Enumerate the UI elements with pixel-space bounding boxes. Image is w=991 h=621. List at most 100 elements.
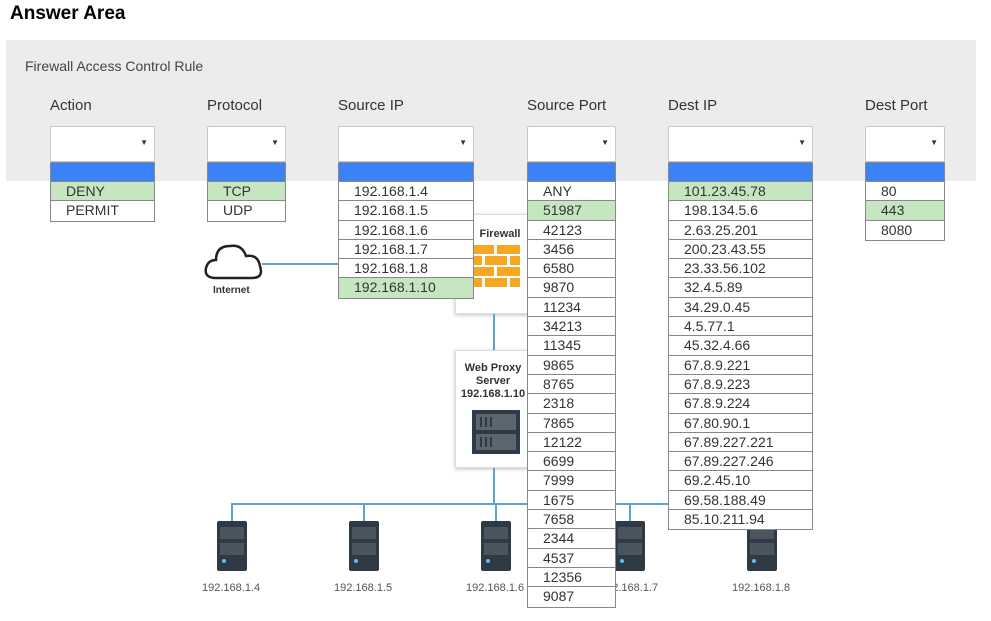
option-item[interactable]: 67.89.227.246 [669, 452, 812, 472]
link-firewall-proxy [493, 314, 495, 350]
option-item[interactable]: 198.134.5.6 [669, 201, 812, 221]
action-header: Action [50, 97, 92, 114]
protocol-dropdown[interactable]: ▼ [207, 126, 286, 162]
server-label: 192.168.1.4 [202, 582, 261, 594]
option-item[interactable]: 1675 [528, 491, 615, 511]
option-item[interactable]: 42123 [528, 221, 615, 240]
option-item[interactable]: 7865 [528, 414, 615, 433]
option-item[interactable]: 8765 [528, 375, 615, 395]
dropdown-highlight [339, 163, 473, 182]
option-item[interactable]: 9865 [528, 356, 615, 375]
option-item[interactable]: 9870 [528, 278, 615, 298]
option-item[interactable]: 32.4.5.89 [669, 278, 812, 298]
option-item[interactable]: 69.2.45.10 [669, 471, 812, 491]
dest-ip-dropdown[interactable]: ▼ [668, 126, 813, 162]
option-item[interactable]: 85.10.211.94 [684, 511, 765, 528]
rule-panel [6, 40, 976, 181]
drop-server-4 [629, 503, 631, 521]
dest-port-dropdown[interactable]: ▼ [865, 126, 945, 162]
link-proxy-bus [493, 468, 495, 504]
option-item[interactable]: 443 [866, 201, 944, 221]
source-port-header: Source Port [527, 97, 607, 114]
option-item[interactable]: 192.168.1.8 [339, 259, 473, 279]
option-item[interactable]: 34213 [528, 317, 615, 337]
option-item[interactable]: 192.168.1.6 [339, 221, 473, 240]
option-item[interactable]: 67.8.9.224 [669, 394, 812, 414]
option-item[interactable]: 80 [866, 182, 944, 202]
source-ip-dropdown[interactable]: ▼ [338, 126, 474, 162]
cloud-icon [204, 244, 263, 280]
drop-server-2 [363, 503, 365, 521]
option-item[interactable]: 8080 [881, 221, 913, 238]
option-item[interactable]: PERMIT [66, 202, 119, 219]
option-item[interactable]: 12356 [528, 568, 615, 588]
option-item[interactable]: 34.29.0.45 [669, 298, 812, 318]
option-item[interactable]: 11234 [528, 298, 615, 318]
dropdown-highlight [51, 163, 154, 182]
option-item[interactable]: 200.23.43.55 [669, 240, 812, 260]
option-item[interactable]: 7658 [528, 510, 615, 530]
internet-label: Internet [213, 285, 250, 296]
server-icon [615, 521, 645, 571]
source-port-dropdown[interactable]: ▼ [527, 126, 616, 162]
proxy-server-icon [472, 410, 520, 454]
dropdown-highlight [669, 163, 812, 182]
server-icon [481, 521, 511, 571]
option-item[interactable]: 3456 [528, 240, 615, 260]
option-item[interactable]: 7999 [528, 471, 615, 491]
option-item[interactable]: 192.168.1.5 [339, 201, 473, 221]
protocol-header: Protocol [207, 97, 263, 114]
option-item[interactable]: 6580 [528, 259, 615, 279]
chevron-down-icon: ▼ [601, 138, 609, 147]
drop-server-1 [231, 503, 233, 521]
page-title: Answer Area [10, 3, 126, 24]
option-item[interactable]: 11345 [528, 336, 615, 356]
server-label: 192.168.1.8 [732, 582, 791, 594]
firewall-icon [472, 245, 520, 287]
chevron-down-icon: ▼ [798, 138, 806, 147]
chevron-down-icon: ▼ [271, 138, 279, 147]
option-item[interactable]: 69.58.188.49 [669, 491, 812, 511]
option-item[interactable]: 23.33.56.102 [669, 259, 812, 279]
chevron-down-icon: ▼ [459, 138, 467, 147]
dropdown-highlight [528, 163, 615, 182]
server-icon [217, 521, 247, 571]
option-item[interactable]: DENY [51, 182, 154, 202]
server-label: 192.168.1.5 [334, 582, 393, 594]
option-item[interactable]: 192.168.1.7 [339, 240, 473, 260]
option-item[interactable]: 67.80.90.1 [669, 414, 812, 433]
chevron-down-icon: ▼ [140, 138, 148, 147]
option-item[interactable]: 2344 [528, 529, 615, 549]
option-item[interactable]: 67.89.227.221 [669, 433, 812, 453]
drop-server-3 [495, 503, 497, 521]
option-item[interactable]: 2318 [528, 394, 615, 414]
option-item[interactable]: 192.168.1.4 [339, 182, 473, 202]
dest-port-header: Dest Port [865, 97, 928, 114]
option-item[interactable]: 67.8.9.221 [669, 356, 812, 375]
option-item[interactable]: TCP [208, 182, 285, 202]
option-item[interactable]: 192.168.1.10 [339, 278, 473, 298]
option-item[interactable]: ANY [528, 182, 615, 202]
option-item[interactable]: 51987 [528, 201, 615, 221]
option-item[interactable]: 12122 [528, 433, 615, 453]
option-item[interactable]: 9087 [543, 588, 575, 605]
action-dropdown[interactable]: ▼ [50, 126, 155, 162]
option-item[interactable]: 67.8.9.223 [669, 375, 812, 395]
option-item[interactable]: 101.23.45.78 [669, 182, 812, 202]
option-item[interactable]: 4.5.77.1 [669, 317, 812, 337]
source-ip-header: Source IP [338, 97, 404, 114]
dropdown-highlight [208, 163, 285, 182]
network-bus [231, 503, 763, 505]
option-item[interactable]: 4537 [528, 549, 615, 568]
option-item[interactable]: 2.63.25.201 [669, 221, 812, 240]
server-label: 192.168.1.6 [466, 582, 525, 594]
dest-ip-header: Dest IP [668, 97, 718, 114]
option-item[interactable]: 45.32.4.66 [669, 336, 812, 356]
option-item[interactable]: 6699 [528, 452, 615, 472]
option-item[interactable]: UDP [223, 202, 253, 219]
